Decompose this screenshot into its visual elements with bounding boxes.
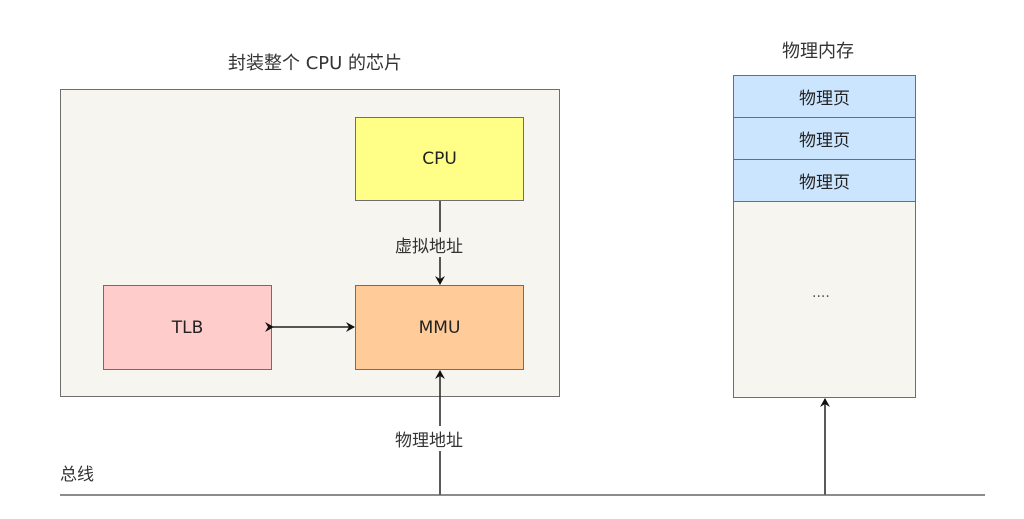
physical-page-label: 物理页 (799, 131, 850, 151)
tlb-box: TLB (103, 285, 272, 370)
virtual-address-label: 虚拟地址 (393, 232, 465, 257)
physical-page: 物理页 (733, 75, 916, 118)
chip-title: 封装整个 CPU 的芯片 (228, 53, 403, 74)
physical-page-label: 物理页 (799, 89, 850, 109)
physical-page-label: 物理页 (799, 173, 850, 193)
mmu-label: MMU (418, 317, 461, 338)
physical-address-label: 物理地址 (393, 426, 465, 451)
mmu-box: MMU (355, 285, 524, 370)
physical-page: 物理页 (733, 159, 916, 202)
bus-label: 总线 (60, 465, 94, 485)
memory-title: 物理内存 (782, 41, 854, 62)
physical-page: 物理页 (733, 117, 916, 160)
cpu-label: CPU (422, 149, 457, 169)
memory-ellipsis: .... (812, 285, 830, 301)
cpu-box: CPU (355, 117, 524, 201)
tlb-label: TLB (171, 317, 204, 338)
